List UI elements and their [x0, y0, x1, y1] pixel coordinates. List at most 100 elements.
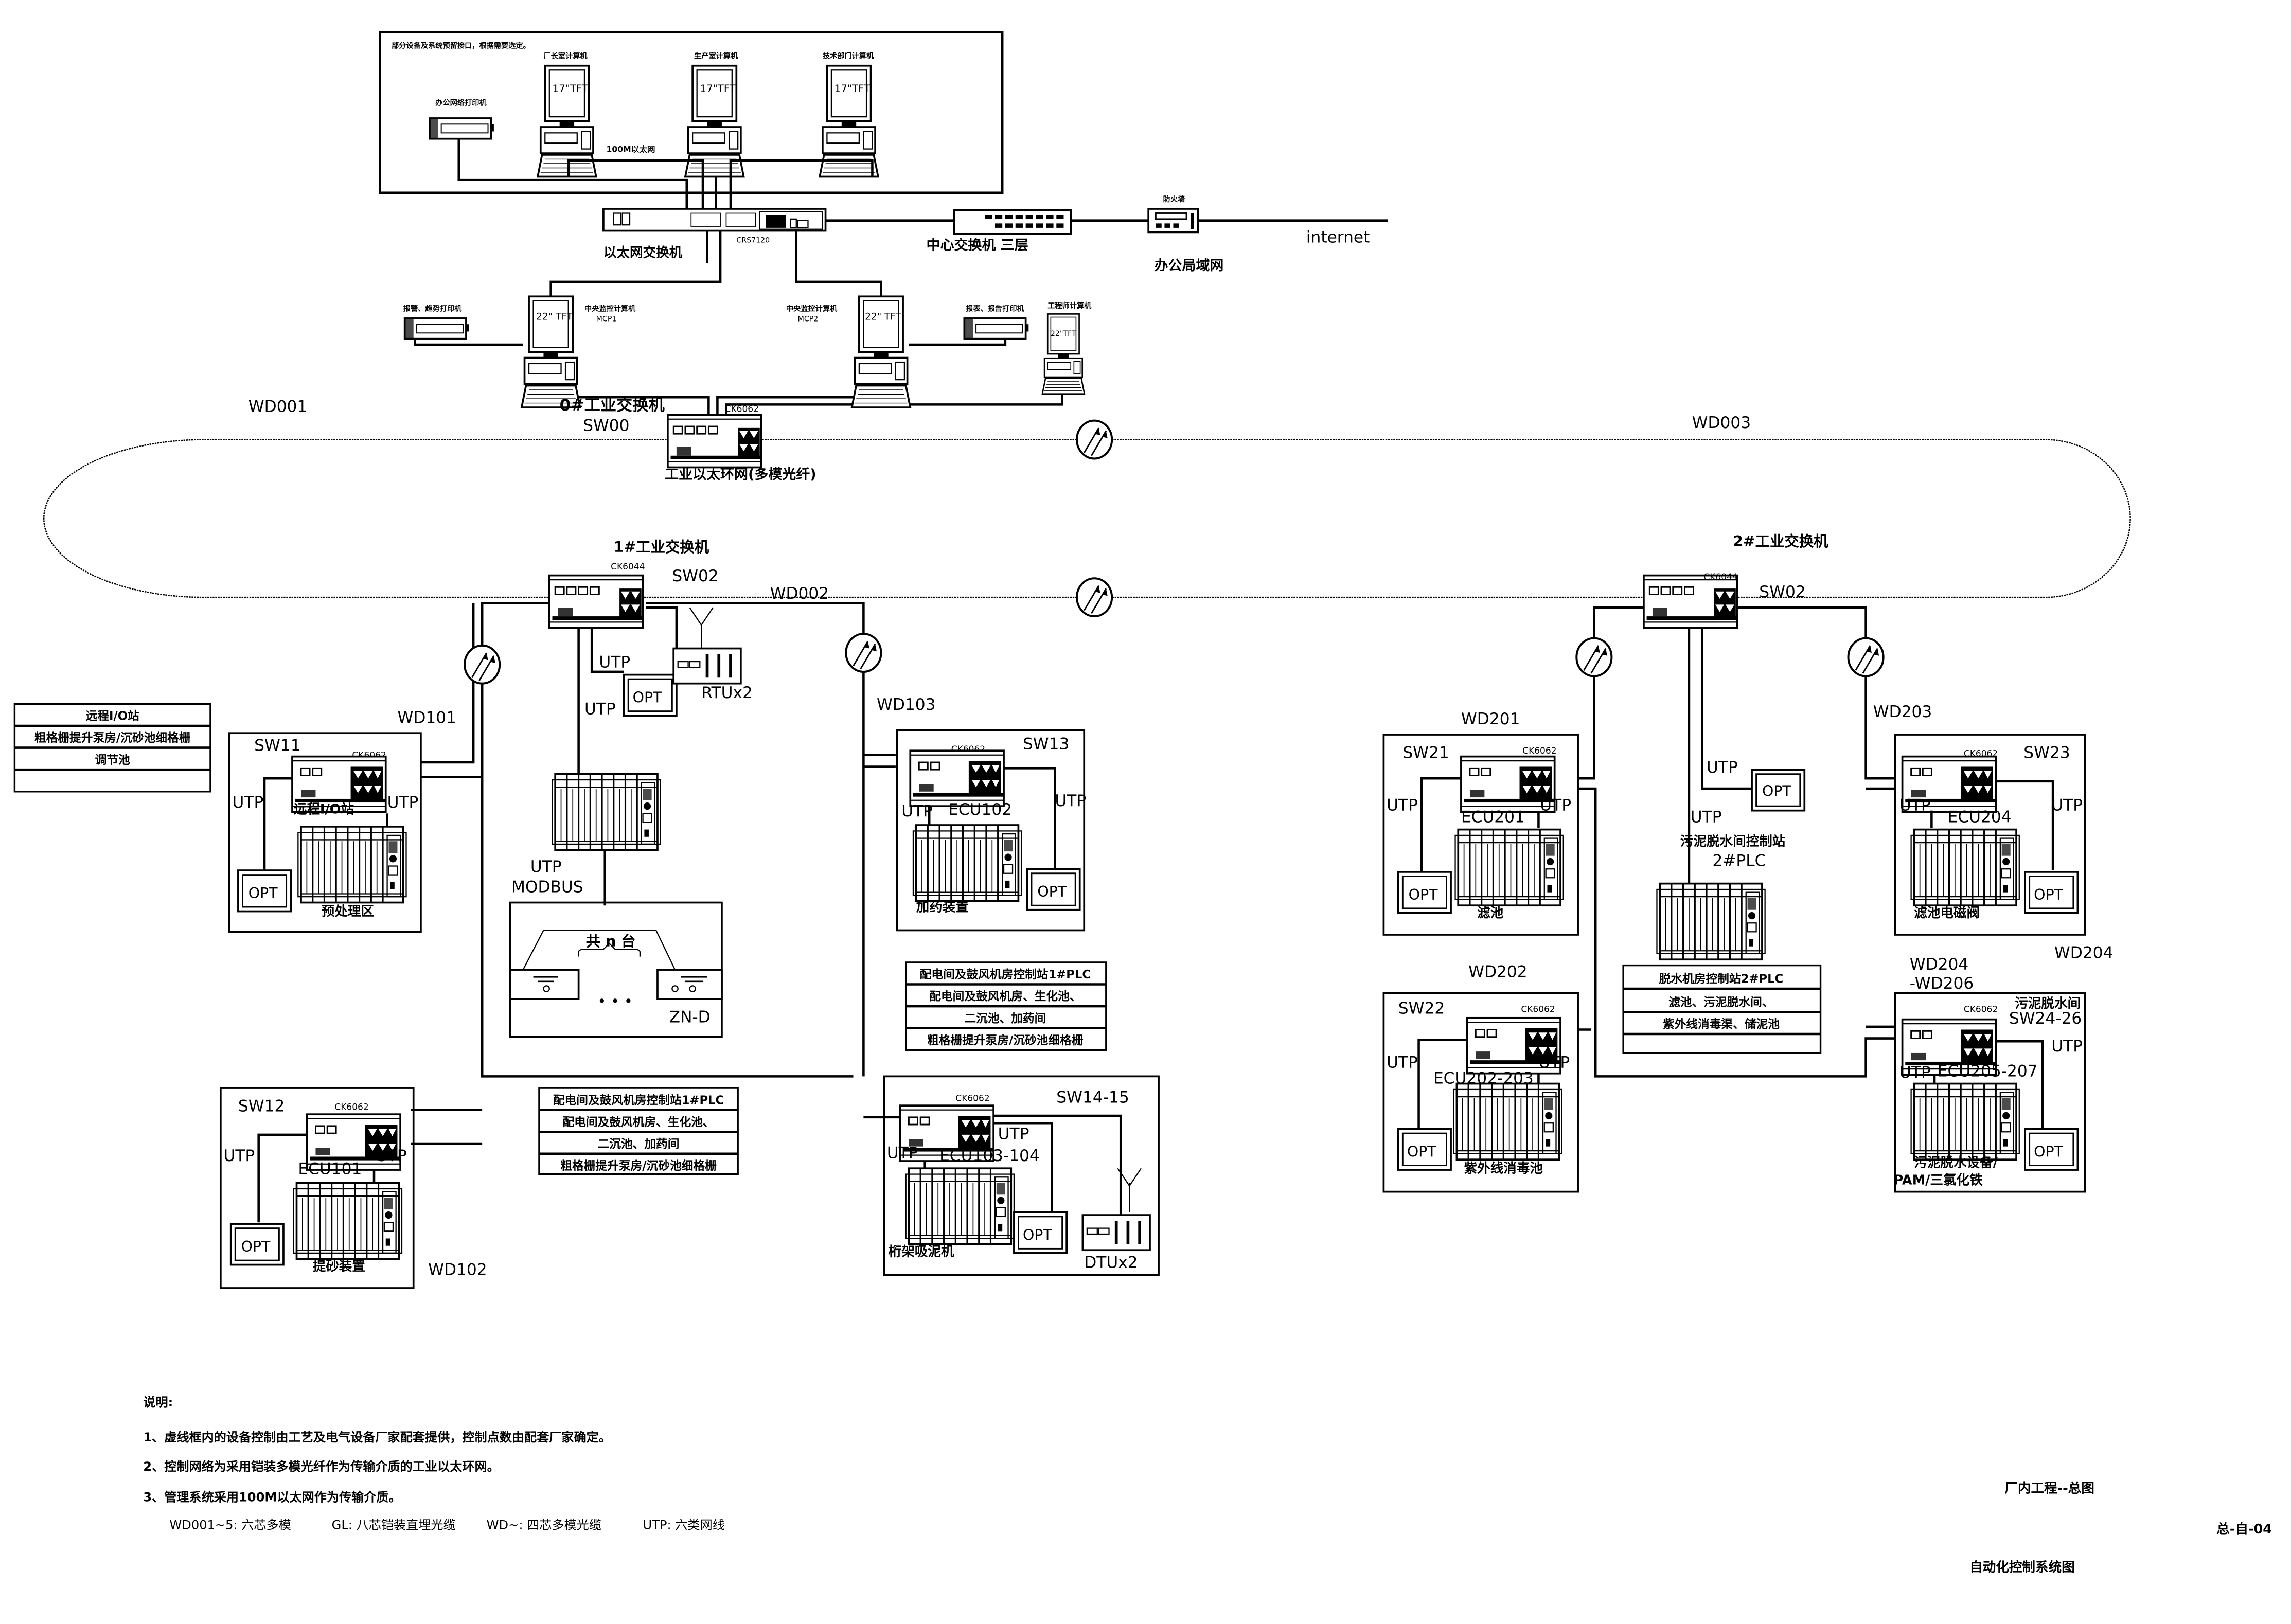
ethernet-switch-label: 以太网交换机 — [603, 245, 683, 261]
zn-model-label: ZN-D — [669, 1008, 711, 1026]
sw00-id: SW00 — [583, 417, 629, 435]
wd101-label: WD101 — [397, 708, 456, 727]
substation-sw13[interactable]: SW13 CK6062 UTP UTP ECU102 OPT 加药装置 — [896, 729, 1086, 932]
report-printer[interactable]: 报表、报告打印机 — [963, 305, 1030, 340]
substation-sw12[interactable]: SW12 CK6062 UTP UTP ECU101 OPT 提砂装置 — [219, 1087, 415, 1289]
sw24-area-2: PAM/三氯化铁 — [1894, 1172, 1983, 1188]
mcp1-workstation[interactable]: 22" TFT 中央监控计算机 MCP1 — [521, 295, 636, 408]
ethernet-switch-model: CRS7120 — [736, 236, 770, 244]
legend-left-row: 调节池 — [95, 754, 130, 767]
office-printer[interactable]: 办公网络打印机 — [429, 98, 495, 140]
sw23-utp-left: UTP — [1899, 796, 1931, 815]
substation-sw21[interactable]: SW21 CK6062 UTP UTP ECU201 OPT 滤池 — [1382, 734, 1579, 936]
sw00-label: 0#工业交换机 — [560, 396, 665, 415]
wd201-label: WD201 — [1461, 710, 1520, 728]
plc2-label: 污泥脱水间控制站 — [1680, 834, 1785, 849]
sw24-model: CK6062 — [1964, 1004, 1998, 1014]
industrial-ethernet-ring — [43, 439, 2131, 598]
opt-station2[interactable]: OPT — [1751, 769, 1806, 812]
sw11-id: SW11 — [254, 736, 300, 755]
wd202-label: WD202 — [1468, 962, 1528, 981]
switch-2-model: CK6044 — [1703, 572, 1737, 582]
pc-technical-screen: 17"TFT — [834, 83, 871, 95]
pc-director-screen: 17"TFT — [552, 83, 589, 95]
plc2-table-row: 紫外线消毒渠、储泥池 — [1663, 1018, 1780, 1031]
sw14-model: CK6062 — [955, 1094, 989, 1104]
mcp2-label: 中央监控计算机 — [786, 305, 838, 313]
internet-label: internet — [1306, 228, 1370, 246]
alarm-printer-label: 报警、趋势打印机 — [403, 305, 462, 313]
sw12-ecu: ECU101 — [298, 1160, 362, 1179]
opt-station1[interactable]: OPT — [623, 673, 678, 717]
sw12-id: SW12 — [238, 1097, 285, 1116]
sw13-id: SW13 — [1023, 735, 1069, 753]
legend-left-table: 远程I/O站 粗格栅提升泵房/沉砂池细格栅 调节池 — [13, 703, 211, 793]
switch-1[interactable]: CK6044 1#工业交换机 SW02 — [548, 539, 719, 629]
fiber-converter-bottom — [1076, 577, 1113, 618]
sw23-opt: OPT — [2034, 886, 2063, 903]
pc-director-label: 厂长室计算机 — [543, 52, 588, 61]
plc1-rack[interactable] — [551, 773, 662, 851]
plc1-table-row: 配电间及鼓风机房、生化池、 — [562, 1115, 714, 1129]
pc-production[interactable]: 生产室计算机 17"TFT — [684, 52, 745, 178]
sw22-area: 紫外线消毒池 — [1464, 1161, 1543, 1176]
sw23-id: SW23 — [2023, 743, 2070, 762]
cable-legend: GL: 八芯铠装直埋光缆 — [332, 1518, 456, 1532]
sw13-area: 加药装置 — [916, 900, 969, 915]
sw14-utp-left: UTP — [887, 1144, 918, 1162]
station2-cables — [1579, 606, 1895, 1078]
utp-label-opt1: UTP — [599, 653, 630, 671]
plc1-table-row: 二沉池、加药间 — [964, 1012, 1046, 1025]
substation-sw14-15[interactable]: SW14-15 CK6062 UTP UTP ECU103-104 OPT DT… — [863, 1075, 1160, 1276]
center-switch-label: 中心交换机 三层 — [927, 237, 1028, 253]
rtu-label: RTUx2 — [701, 684, 753, 702]
modbus-label: MODBUS — [511, 878, 583, 897]
sw11-area: 预处理区 — [322, 904, 374, 919]
mcp2-workstation[interactable]: 22" TFT 中央监控计算机 MCP2 — [786, 295, 912, 408]
zn-d-devices: 共 n 台 • • • ZN-D — [509, 901, 723, 1038]
switch-2[interactable]: CK6044 2#工业交换机 SW02 — [1643, 533, 1828, 629]
switch-sw00[interactable]: CK6062 0#工业交换机 SW00 工业以太环网(多模光纤) — [560, 396, 816, 483]
mcp1-label: 中央监控计算机 — [584, 305, 636, 313]
sw22-model: CK6062 — [1521, 1004, 1555, 1014]
sw00-model: CK6062 — [725, 404, 759, 415]
sw21-utp-left: UTP — [1387, 796, 1418, 815]
sw24-utp-left: UTP — [1899, 1063, 1931, 1082]
substation-sw11[interactable]: SW11 CK6062 UTP UTP 远程I/O站 OPT 预处理区 — [228, 732, 422, 933]
pc-technical[interactable]: 技术部门计算机 17"TFT — [819, 52, 879, 178]
plc2-rack[interactable] — [1656, 882, 1766, 961]
sw11-utp-right: UTP — [387, 793, 419, 812]
sw21-area: 滤池 — [1477, 905, 1504, 921]
drawing-title: 自动化控制系统图 — [1969, 1560, 2074, 1575]
ethernet-switch[interactable]: CRS7120 以太网交换机 — [602, 208, 827, 261]
wd001-label: WD001 — [248, 398, 308, 416]
substation-sw24-26[interactable]: WD204 -WD206 污泥脱水间 SW24-26 CK6062 UTP UT… — [1894, 955, 2086, 1193]
center-switch[interactable]: 中心交换机 三层 — [927, 209, 1072, 254]
plc2-table: 脱水机房控制站2#PLC 滤池、污泥脱水间、 紫外线消毒渠、储泥池 — [1622, 964, 1822, 1054]
rtu-station1[interactable]: RTUx2 — [673, 607, 753, 702]
plc1-table-row: 配电间及鼓风机房、生化池、 — [929, 990, 1081, 1004]
sw14-ecu: ECU103-104 — [939, 1147, 1040, 1165]
sw24-wd-range-2: -WD206 — [1910, 974, 1974, 993]
sw11-ecu: 远程I/O站 — [294, 801, 354, 817]
wd003-label: WD003 — [1692, 414, 1751, 432]
substation-sw23[interactable]: SW23 CK6062 UTP UTP ECU204 OPT 滤池电磁阀 — [1894, 734, 2086, 936]
pc-production-screen: 17"TFT — [700, 83, 736, 95]
sw13-opt: OPT — [1037, 883, 1067, 900]
management-network: 部分设备及系统预留接口，根据需要选定。 办公网络打印机 厂长室计算机 17"TF… — [379, 31, 1004, 212]
sw12-utp-left: UTP — [224, 1147, 255, 1165]
engineer-workstation[interactable]: 22"TFT 工程师计算机 — [1041, 301, 1092, 395]
pc-director[interactable]: 厂长室计算机 17"TFT — [537, 52, 597, 178]
sw22-opt: OPT — [1407, 1144, 1436, 1161]
plc1-table-left: 配电间及鼓风机房控制站1#PLC 配电间及鼓风机房、生化池、 二沉池、加药间 粗… — [538, 1087, 739, 1175]
sw24-utp-right: UTP — [2051, 1037, 2083, 1056]
substation-sw22[interactable]: SW22 CK6062 UTP UTP ECU202-203 OPT 紫外线消毒… — [1382, 992, 1579, 1193]
legend-left-row: 粗格栅提升泵房/沉砂池细格栅 — [34, 731, 191, 745]
opt-station2-label: OPT — [1762, 782, 1791, 799]
alarm-printer[interactable]: 报警、趋势打印机 — [403, 305, 470, 340]
management-network-frame — [379, 31, 1004, 194]
plc2-table-row: 脱水机房控制站2#PLC — [1659, 972, 1784, 986]
sw13-ecu: ECU102 — [948, 800, 1012, 819]
sw11-opt: OPT — [248, 885, 278, 902]
firewall[interactable]: 防火墙 办公局域网 — [1147, 195, 1223, 274]
